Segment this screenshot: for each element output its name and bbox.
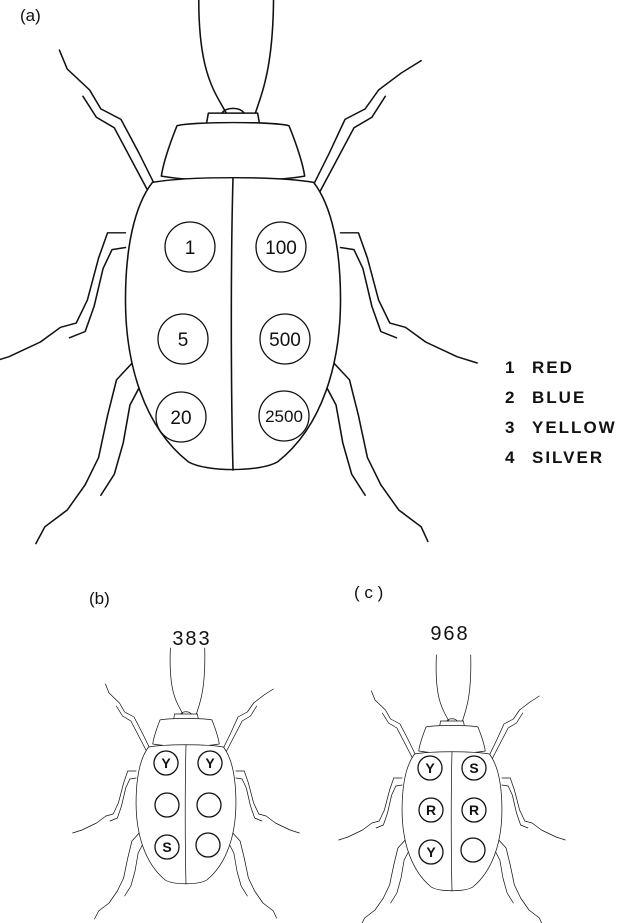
- legend-color-4: SILVER: [532, 448, 604, 467]
- spot-b-1-label: Y: [161, 755, 171, 771]
- spot-c-5-label: Y: [426, 844, 436, 860]
- spot-b-3: [155, 793, 179, 817]
- panel-label-a: (a): [20, 6, 41, 25]
- panel-label-c: ( c ): [354, 583, 383, 602]
- spot-b-2: Y: [198, 751, 222, 775]
- spot-b-4: [197, 793, 221, 817]
- spot-b-6: [196, 833, 220, 857]
- code-number-c: 968: [430, 623, 469, 645]
- spot-c-3-label: R: [426, 802, 436, 818]
- spot-b-5-label: S: [162, 839, 171, 855]
- spot-a-500-label: 500: [269, 330, 301, 351]
- spot-c-4-label: R: [469, 802, 479, 818]
- spot-a-5: 5: [158, 314, 208, 364]
- spot-a-5-label: 5: [178, 330, 189, 351]
- spot-c-2-label: S: [469, 760, 478, 776]
- spot-c-3: R: [419, 798, 443, 822]
- legend-number-1: 1: [505, 358, 516, 377]
- beetle-c: [339, 655, 566, 923]
- spot-c-6: [461, 838, 485, 862]
- spot-c-1: Y: [418, 756, 442, 780]
- spot-a-500: 500: [260, 314, 310, 364]
- spot-c-2: S: [462, 756, 486, 780]
- spot-a-2500-label: 2500: [265, 407, 303, 426]
- spot-a-100: 100: [256, 222, 306, 272]
- spot-c-1-label: Y: [425, 760, 435, 776]
- spot-b-2-label: Y: [205, 755, 215, 771]
- legend-color-2: BLUE: [532, 388, 586, 407]
- spot-a-100-label: 100: [265, 238, 297, 259]
- spot-a-1: 1: [165, 222, 215, 272]
- beetle-b: [73, 648, 300, 919]
- spot-a-20-label: 20: [170, 408, 191, 429]
- spot-b-1: Y: [154, 751, 178, 775]
- spot-a-1-label: 1: [185, 238, 196, 259]
- panel-label-b: (b): [89, 589, 110, 608]
- spot-a-2500: 2500: [259, 391, 309, 441]
- legend-color-1: RED: [532, 358, 574, 377]
- legend-number-4: 4: [505, 448, 516, 467]
- color-legend: 1 RED 2 BLUE 3 YELLOW 4 SILVER: [505, 358, 617, 467]
- spot-c-4: R: [462, 798, 486, 822]
- spot-b-5: S: [155, 835, 179, 859]
- spot-a-20: 20: [156, 392, 206, 442]
- spot-c-5: Y: [419, 840, 443, 864]
- legend-number-2: 2: [505, 388, 516, 407]
- code-number-b: 383: [172, 628, 211, 650]
- legend-number-3: 3: [505, 418, 516, 437]
- legend-color-3: YELLOW: [532, 418, 617, 437]
- beetle-a: [0, 0, 477, 544]
